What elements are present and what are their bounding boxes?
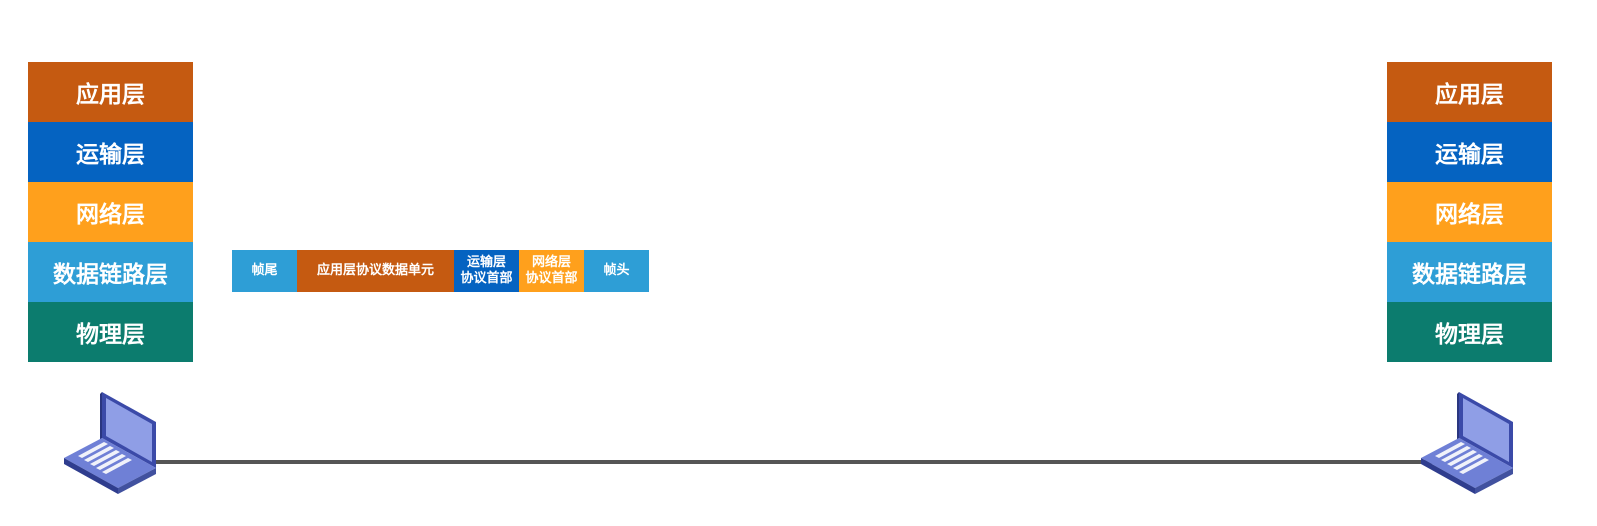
network-header-line2: 协议首部 — [525, 271, 578, 286]
network-header-line1: 网络层 — [531, 255, 571, 270]
frame-segment-transport-header: 运输层 协议首部 — [454, 250, 519, 292]
frame-header-label: 帧头 — [603, 263, 630, 278]
encapsulated-frame: 帧尾 应用层协议数据单元 运输层 协议首部 网络层 协议首部 帧头 — [232, 250, 649, 292]
frame-segment-header: 帧头 — [584, 250, 649, 292]
left-layer-application: 应用层 — [28, 62, 193, 122]
physical-link-line — [150, 460, 1432, 464]
right-layer-transport: 运输层 — [1387, 122, 1552, 182]
left-layer-transport: 运输层 — [28, 122, 193, 182]
frame-segment-trailer: 帧尾 — [232, 250, 297, 292]
right-layer-datalink: 数据链路层 — [1387, 242, 1552, 302]
transport-header-line1: 运输层 — [466, 255, 506, 270]
right-protocol-stack: 应用层 运输层 网络层 数据链路层 物理层 — [1387, 62, 1552, 362]
laptop-icon — [1421, 392, 1521, 502]
left-protocol-stack: 应用层 运输层 网络层 数据链路层 物理层 — [28, 62, 193, 362]
right-layer-application: 应用层 — [1387, 62, 1552, 122]
left-layer-network: 网络层 — [28, 182, 193, 242]
frame-app-pdu-label: 应用层协议数据单元 — [316, 263, 434, 278]
frame-segment-network-header: 网络层 协议首部 — [519, 250, 584, 292]
right-layer-physical: 物理层 — [1387, 302, 1552, 362]
laptop-icon — [64, 392, 164, 502]
transport-header-line2: 协议首部 — [460, 271, 513, 286]
frame-segment-app-pdu: 应用层协议数据单元 — [297, 250, 454, 292]
left-layer-datalink: 数据链路层 — [28, 242, 193, 302]
frame-trailer-label: 帧尾 — [251, 263, 278, 278]
left-layer-physical: 物理层 — [28, 302, 193, 362]
right-layer-network: 网络层 — [1387, 182, 1552, 242]
